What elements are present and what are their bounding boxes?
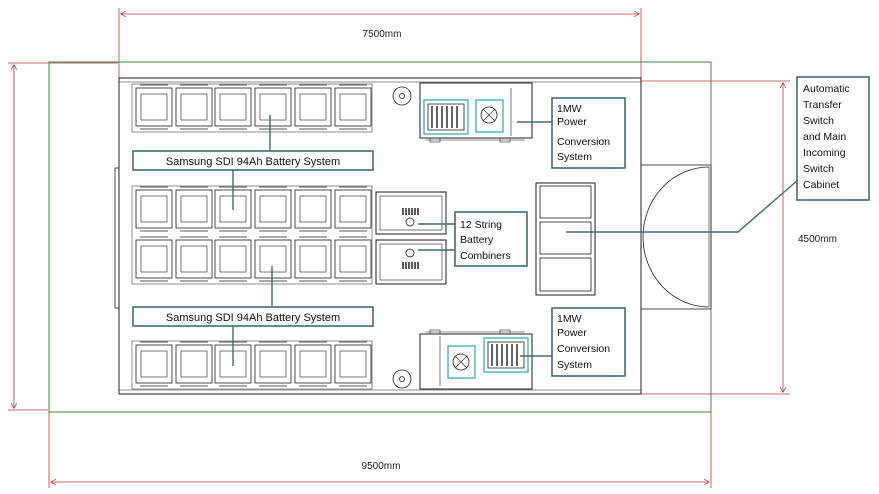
pcs-bottom-line-4: System bbox=[557, 359, 592, 371]
ats-line-3: Switch bbox=[803, 115, 834, 127]
battery-rack-module bbox=[334, 236, 372, 282]
battery-racks bbox=[131, 83, 373, 390]
pcs-top-line-1: 1MW bbox=[557, 103, 582, 115]
ats-cabinet bbox=[535, 182, 596, 296]
pcs-top-line-3: Conversion bbox=[557, 136, 610, 148]
battery-combiner-lower bbox=[375, 239, 447, 285]
ats-line-4: and Main bbox=[803, 131, 846, 143]
battery-row-frame bbox=[131, 83, 373, 133]
callout-battery-lower: Samsung SDI 94Ah Battery System bbox=[132, 306, 374, 327]
svg-text:1MW Power Conversi: 1MW Power Conversion System bbox=[557, 313, 613, 371]
callout-combiners: 12 String Battery Combiners bbox=[454, 211, 528, 267]
battery-rack-module bbox=[334, 186, 372, 232]
combiners-line-2: Battery bbox=[460, 234, 494, 246]
combiners-line-1: 12 String bbox=[460, 219, 502, 231]
dimension-right: 4500mm bbox=[641, 80, 837, 395]
battery-rack-module bbox=[294, 84, 332, 130]
pcs-bottom-line-1: 1MW bbox=[557, 313, 582, 325]
door bbox=[640, 164, 712, 310]
svg-text:1MW Power Conversi: 1MW Power Conversion System bbox=[557, 103, 613, 163]
battery-row-frame bbox=[131, 340, 373, 390]
battery-rack-module bbox=[175, 84, 213, 130]
battery-rack-module bbox=[135, 236, 173, 282]
svg-text:Automatic Transfer: Automatic Transfer Switch and Main Incom… bbox=[803, 83, 853, 191]
battery-rack-module bbox=[135, 186, 173, 232]
battery-rack-module bbox=[294, 186, 332, 232]
combiners-line-3: Combiners bbox=[460, 250, 511, 262]
battery-lower-label: Samsung SDI 94Ah Battery System bbox=[166, 312, 340, 324]
ats-line-6: Switch bbox=[803, 163, 834, 175]
battery-rack-module bbox=[334, 341, 372, 387]
battery-rack-module bbox=[254, 84, 292, 130]
battery-rack-module bbox=[175, 341, 213, 387]
callout-pcs-bottom: 1MW Power Conversion System bbox=[551, 307, 626, 377]
battery-rack-module bbox=[175, 186, 213, 232]
vent-bottom bbox=[392, 369, 412, 389]
dimension-bottom: 9500mm bbox=[48, 412, 712, 488]
battery-upper-label: Samsung SDI 94Ah Battery System bbox=[166, 156, 340, 168]
battery-rack-module bbox=[214, 84, 252, 130]
callout-battery-upper: Samsung SDI 94Ah Battery System bbox=[132, 150, 374, 171]
svg-text:12 String Battery: 12 String Battery Combiners bbox=[460, 219, 511, 262]
battery-rack-module bbox=[254, 341, 292, 387]
battery-rack-module bbox=[294, 341, 332, 387]
pcs-bottom-line-2: Power bbox=[557, 327, 587, 339]
leader-ats bbox=[566, 179, 799, 233]
dimension-bottom-label: 9500mm bbox=[362, 461, 401, 472]
pcs-unit-bottom bbox=[419, 329, 533, 390]
battery-rack-module bbox=[334, 84, 372, 130]
ats-line-5: Incoming bbox=[803, 147, 846, 159]
fan-icon bbox=[452, 353, 470, 371]
dimension-right-label: 4500mm bbox=[798, 234, 837, 245]
callout-ats: Automatic Transfer Switch and Main Incom… bbox=[796, 76, 870, 201]
ats-line-1: Automatic bbox=[803, 83, 850, 95]
pcs-unit-top bbox=[419, 82, 533, 143]
battery-rack-module bbox=[175, 236, 213, 282]
dimension-top-label: 7500mm bbox=[363, 29, 402, 40]
battery-rack-module bbox=[135, 341, 173, 387]
ats-line-2: Transfer bbox=[803, 99, 842, 111]
callout-pcs-top: 1MW Power Conversion System bbox=[551, 97, 626, 169]
battery-row-frame bbox=[131, 185, 373, 285]
ats-line-7: Cabinet bbox=[803, 179, 839, 191]
pcs-top-line-2: Power bbox=[557, 116, 587, 128]
pcs-top-line-4: System bbox=[557, 151, 592, 163]
battery-rack-module bbox=[294, 236, 332, 282]
fan-icon bbox=[480, 106, 498, 124]
vent-top bbox=[392, 86, 412, 106]
dimension-left bbox=[8, 62, 118, 411]
battery-rack-module bbox=[214, 236, 252, 282]
battery-rack-module bbox=[254, 236, 292, 282]
battery-rack-module bbox=[135, 84, 173, 130]
dimension-top: 7500mm bbox=[118, 8, 642, 78]
battery-rack-module bbox=[254, 186, 292, 232]
pcs-bottom-line-3: Conversion bbox=[557, 343, 610, 355]
battery-combiner-upper bbox=[375, 191, 447, 235]
